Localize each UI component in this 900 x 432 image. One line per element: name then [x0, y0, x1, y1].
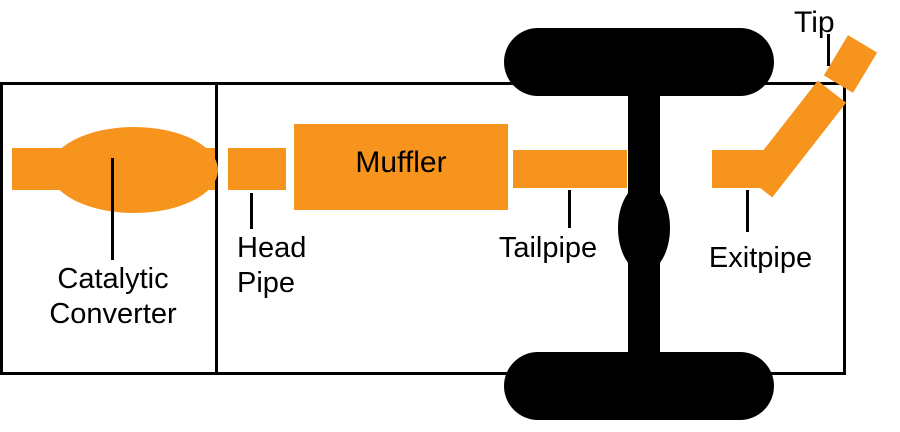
chassis-frame-right-line	[843, 82, 846, 375]
head-pipe-label: Head Pipe	[237, 231, 357, 301]
catalytic-converter-label-line2: Converter	[49, 298, 177, 330]
chassis-frame-top-line	[0, 82, 846, 85]
exit-elbow-pipe-shape	[743, 80, 847, 198]
head-pipe-label-line1: Head	[237, 232, 307, 264]
chassis-frame-divider-line	[215, 82, 218, 375]
muffler-shape: Muffler	[294, 124, 508, 210]
muffler-label: Muffler	[355, 146, 447, 179]
callout-line-tailpipe	[568, 190, 571, 228]
chassis-frame-bottom-line	[0, 372, 846, 375]
tip-label: Tip	[794, 6, 835, 39]
differential-bulge	[618, 184, 670, 272]
callout-line-head-pipe	[250, 193, 253, 229]
callout-line-tip	[827, 34, 830, 66]
chassis-frame-left-line	[0, 82, 3, 375]
catalytic-converter-shape	[50, 127, 218, 213]
callout-line-exitpipe	[746, 190, 749, 232]
tailpipe-shape	[513, 150, 627, 188]
head-pipe-label-line2: Pipe	[237, 267, 296, 299]
exitpipe-label: Exitpipe	[708, 242, 813, 274]
catalytic-converter-label-line1: Catalytic	[57, 263, 169, 295]
tailpipe-label: Tailpipe	[498, 232, 598, 264]
catalytic-converter-label: Catalytic Converter	[8, 262, 218, 332]
callout-line-catalytic-converter	[111, 158, 114, 260]
head-pipe-shape	[228, 148, 286, 190]
